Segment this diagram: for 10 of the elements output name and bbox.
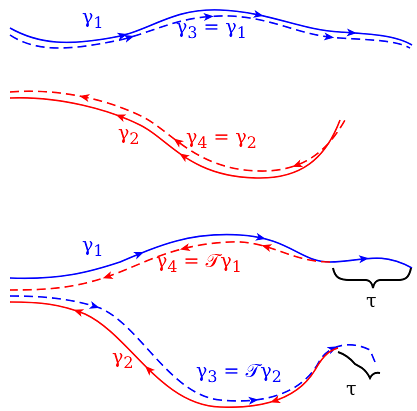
math-label: γ$_{4}$ = γ$_{2}$ <box>186 126 257 154</box>
math-label: τ <box>346 378 357 400</box>
math-label: γ$_{4}$ = 𝒯γ$_{1}$ <box>156 250 242 278</box>
math-label: γ$_{1}$ <box>82 234 104 262</box>
math-label: τ <box>366 290 377 312</box>
math-label: γ$_{2}$ <box>118 122 140 150</box>
math-label: γ$_{3}$ = 𝒯γ$_{2}$ <box>196 360 282 388</box>
math-label: γ$_{1}$ <box>82 6 104 34</box>
math-label: γ$_{3}$ = γ$_{1}$ <box>176 16 247 44</box>
math-label: γ$_{2}$ <box>112 346 134 374</box>
